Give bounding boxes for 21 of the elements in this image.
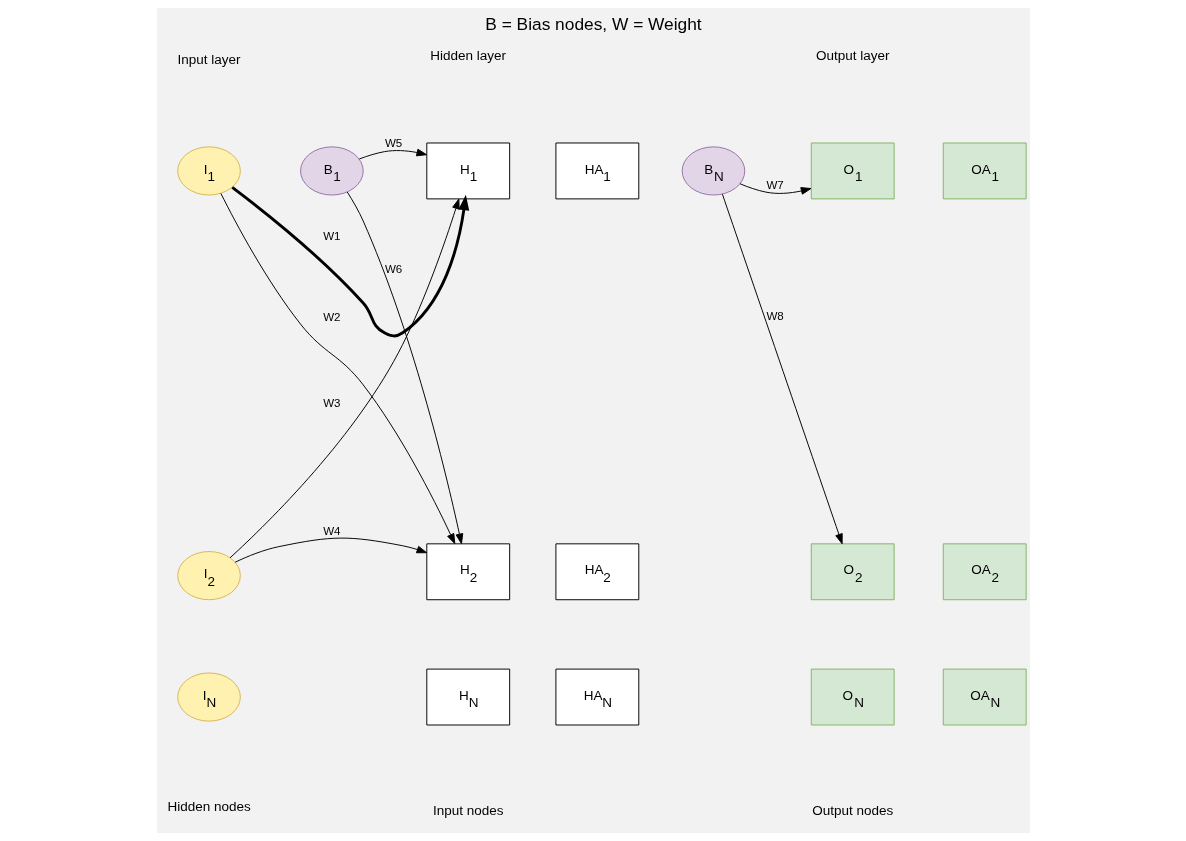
label: Input nodes bbox=[432, 803, 503, 819]
arrow bbox=[346, 191, 463, 545]
edge-label: W2 bbox=[322, 310, 341, 323]
edge-label: W5 bbox=[384, 137, 402, 150]
arrow bbox=[230, 186, 469, 338]
edge-label: W4 bbox=[322, 524, 341, 537]
diagram-title: B = Bias nodes, W = Weight bbox=[484, 13, 702, 34]
arrow bbox=[234, 537, 427, 563]
arrow bbox=[721, 193, 843, 545]
edge-label: W7 bbox=[765, 178, 784, 191]
label: Hidden layer bbox=[429, 47, 506, 63]
arrow bbox=[358, 148, 427, 160]
edge-label: W3 bbox=[322, 396, 341, 409]
label: Hidden nodes bbox=[166, 799, 251, 815]
label: Input layer bbox=[177, 51, 241, 67]
label: Output layer bbox=[815, 47, 889, 63]
arrow bbox=[739, 183, 811, 195]
edge-label: W6 bbox=[384, 262, 402, 275]
label: Output nodes bbox=[811, 803, 893, 819]
edge-label: W1 bbox=[322, 229, 341, 242]
edge-label: W8 bbox=[765, 309, 784, 322]
